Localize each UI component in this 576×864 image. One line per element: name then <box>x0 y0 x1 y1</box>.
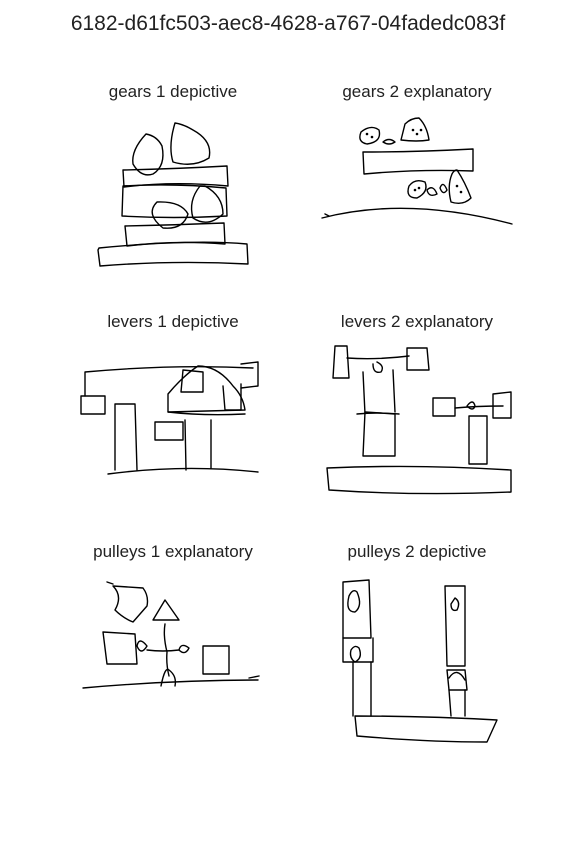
sketch-levers-2: levers 2 explanatory <box>297 312 537 512</box>
sketch-label: pulleys 2 depictive <box>297 542 537 562</box>
sketch-pulleys-2: pulleys 2 depictive <box>297 542 537 742</box>
sketch-label: levers 2 explanatory <box>297 312 537 332</box>
pulleys-2-drawing <box>297 566 537 742</box>
sketch-gears-1: gears 1 depictive <box>53 82 293 282</box>
pulleys-1-drawing <box>53 566 293 742</box>
page-title: 6182-d61fc503-aec8-4628-a767-04fadedc083… <box>0 12 576 36</box>
sketch-pulleys-1: pulleys 1 explanatory <box>53 542 293 742</box>
sketch-levers-1: levers 1 depictive <box>53 312 293 512</box>
gears-2-drawing <box>297 106 537 282</box>
levers-1-drawing <box>53 336 293 512</box>
sketch-label: gears 2 explanatory <box>297 82 537 102</box>
sketch-gears-2: gears 2 explanatory <box>297 82 537 282</box>
levers-2-drawing <box>297 336 537 512</box>
sketch-label: levers 1 depictive <box>53 312 293 332</box>
gears-1-drawing <box>53 106 293 282</box>
sketch-label: gears 1 depictive <box>53 82 293 102</box>
sketch-label: pulleys 1 explanatory <box>53 542 293 562</box>
